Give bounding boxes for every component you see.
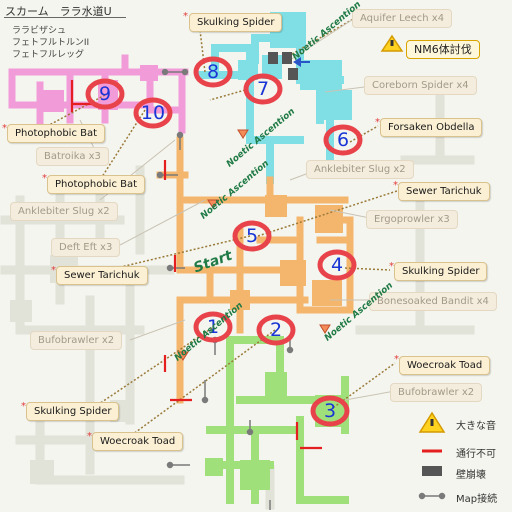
label-skulking-spider-1[interactable]: Skulking Spider <box>26 402 120 421</box>
marker-5[interactable]: 5 <box>245 225 259 247</box>
legend-blocked-text: 通行不可 <box>456 449 496 460</box>
cyan-rooms <box>238 12 352 120</box>
map-title: スカーム ララ水道U <box>5 5 112 18</box>
orange-area <box>156 136 354 404</box>
label-photophobic-bat-9[interactable]: Photophobic Bat <box>7 124 106 143</box>
label-forsaken-obdella[interactable]: Forsaken Obdella <box>380 118 483 137</box>
label-sewer-tarichuk-5[interactable]: Sewer Tarichuk <box>398 182 490 201</box>
label-skulking-spider-4[interactable]: Skulking Spider <box>394 262 488 281</box>
marker-6[interactable]: 6 <box>336 129 350 151</box>
label-coreborn-spider: Coreborn Spider x4 <box>364 76 477 95</box>
map-connection-icon <box>418 492 446 500</box>
label-bonesoaked-bandit: Bonesoaked Bandit x4 <box>369 292 497 311</box>
legend-connection-text: Map接続 <box>456 494 498 505</box>
legend-warning-text: 大きな音 <box>456 421 496 432</box>
label-ergoprowler: Ergoprowler x3 <box>366 210 458 229</box>
label-deft-eft: Deft Eft x3 <box>51 238 121 257</box>
target-star: * <box>183 11 188 22</box>
legend-icons <box>418 411 446 500</box>
target-star: * <box>393 180 398 191</box>
label-anklebiter-slug-left: Anklebiter Slug x2 <box>10 202 118 221</box>
breakable-walls <box>268 52 298 80</box>
marker-8[interactable]: 8 <box>206 61 220 83</box>
nm-warning-icon <box>380 34 404 52</box>
subtitle-3: フェトフルレッグ <box>12 50 85 60</box>
breakable-wall-icon <box>422 466 442 476</box>
marker-1[interactable]: 1 <box>206 316 220 338</box>
subtitle-2: フェトフルトルンII <box>12 38 90 48</box>
label-anklebiter-slug-right: Anklebiter Slug x2 <box>306 160 414 179</box>
warning-mark <box>430 419 434 426</box>
target-star: * <box>375 117 380 128</box>
label-woecroak-toad-3[interactable]: Woecroak Toad <box>399 356 491 375</box>
label-bufobrawler-right: Bufobrawler x2 <box>390 383 483 402</box>
marker-2[interactable]: 2 <box>269 319 283 341</box>
marker-3[interactable]: 3 <box>323 400 337 422</box>
marker-9[interactable]: 9 <box>98 83 112 105</box>
target-star: * <box>87 431 92 442</box>
target-star: * <box>21 401 26 412</box>
point-rings <box>85 56 363 427</box>
title-underline <box>4 17 126 18</box>
label-aquifer-leech: Aquifer Leech x4 <box>352 9 453 28</box>
label-sewer-tarichuk-start[interactable]: Sewer Tarichuk <box>56 266 148 285</box>
legend-wall-text: 壁崩壊 <box>456 470 486 481</box>
label-bufobrawler-left: Bufobrawler x2 <box>30 331 123 350</box>
target-star: * <box>394 354 399 365</box>
target-star: * <box>2 123 7 134</box>
subtitle-1: ララビザシュ <box>12 26 67 36</box>
label-skulking-spider-8[interactable]: Skulking Spider <box>189 13 283 32</box>
label-nm-hunt: NM6体討伐 <box>406 40 480 59</box>
map-connectors <box>156 68 294 510</box>
label-photophobic-bat-10[interactable]: Photophobic Bat <box>47 175 146 194</box>
label-woecroak-toad-2[interactable]: Woecroak Toad <box>92 432 184 451</box>
pink-rooms <box>38 65 158 112</box>
label-batroika: Batroika x3 <box>36 147 109 166</box>
nm-arrowhead <box>293 57 301 67</box>
ascension-triangles <box>177 129 331 361</box>
marker-7[interactable]: 7 <box>256 78 270 100</box>
blocked-passages <box>70 80 322 450</box>
target-star: * <box>42 173 47 184</box>
target-star: * <box>389 261 394 272</box>
target-star: * <box>51 265 56 276</box>
orange-rooms <box>230 195 343 310</box>
marker-4[interactable]: 4 <box>330 254 344 276</box>
marker-10[interactable]: 10 <box>140 102 166 124</box>
